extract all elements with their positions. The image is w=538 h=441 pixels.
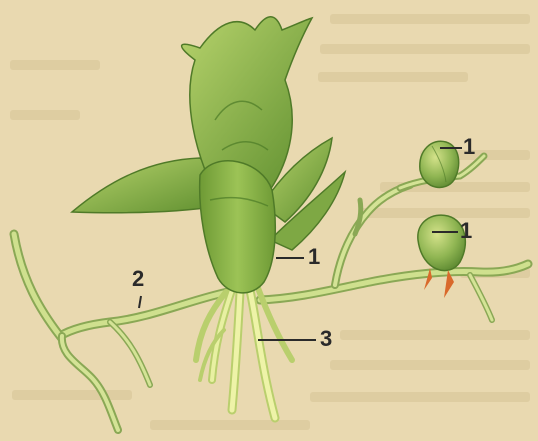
label-bud-mid: 1 [460,220,472,242]
leader-stolon [139,296,141,308]
roots [196,288,292,418]
label-bud-top: 1 [463,136,475,158]
bud-mid [418,215,466,298]
label-tuber: 1 [308,246,320,268]
main-plant [72,17,345,293]
label-roots: 3 [320,328,332,350]
label-stolon: 2 [132,268,144,290]
stolon-left [14,234,228,430]
